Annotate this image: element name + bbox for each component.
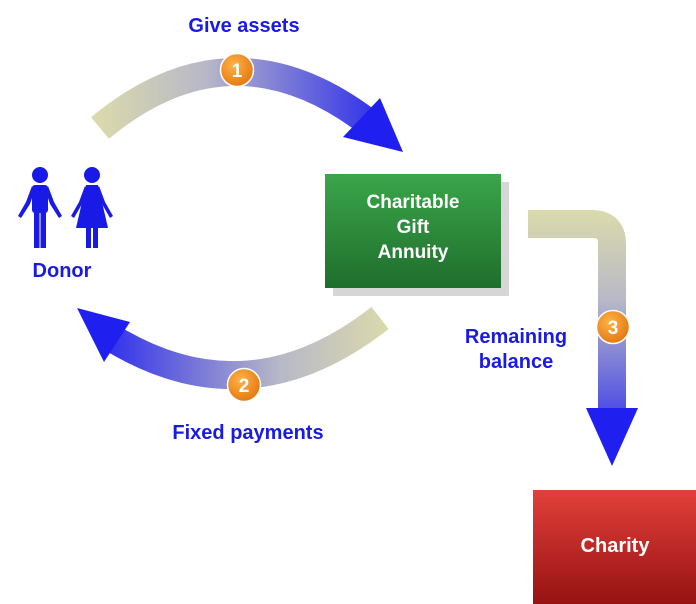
- step-3-badge: 3: [595, 309, 631, 345]
- step-1-number: 1: [232, 61, 243, 82]
- step-2-badge: 2: [226, 367, 262, 403]
- donor-label: Donor: [33, 260, 92, 282]
- give-assets-arrow: [91, 58, 403, 152]
- fixed-payments-label: Fixed payments: [172, 422, 323, 444]
- donor-icon: [18, 167, 113, 248]
- annuity-label-line3: Annuity: [378, 242, 449, 263]
- remaining-balance-label-line1: Remaining: [465, 326, 567, 348]
- annuity-node: [325, 174, 509, 296]
- step-2-number: 2: [239, 376, 250, 397]
- annuity-label-line2: Gift: [397, 217, 430, 238]
- remaining-balance-arrow: [528, 210, 638, 466]
- step-3-number: 3: [608, 318, 619, 339]
- charity-label: Charity: [581, 535, 651, 557]
- remaining-balance-label-line2: balance: [479, 351, 553, 373]
- annuity-label-line1: Charitable: [367, 192, 460, 213]
- fixed-payments-arrow: [77, 306, 389, 390]
- step-1-badge: 1: [219, 52, 255, 88]
- give-assets-label: Give assets: [188, 15, 299, 37]
- charity-node: [533, 490, 696, 604]
